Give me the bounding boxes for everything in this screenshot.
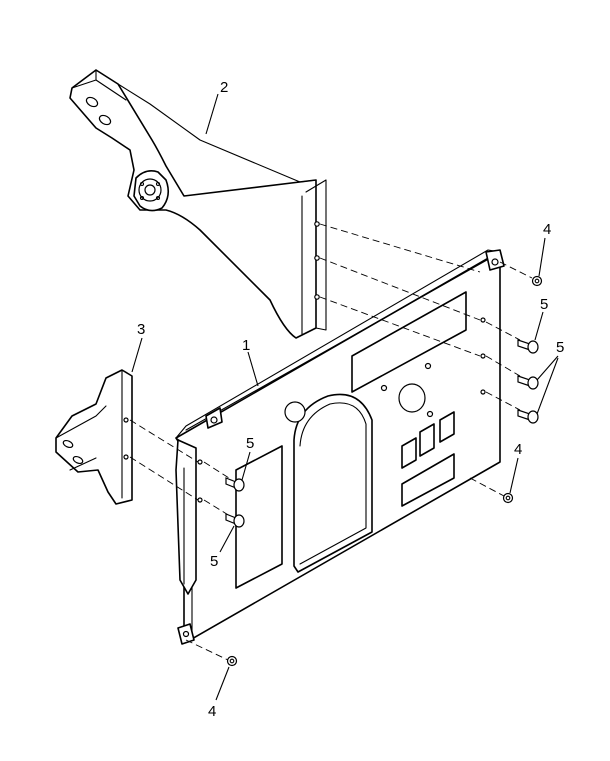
callout-2: 2 [220,79,228,96]
screw-5-left-upper [225,477,245,492]
screw-5-right-lower [517,409,539,424]
panel-1 [175,249,505,645]
callout-4-top: 4 [543,221,551,238]
callout-5-left-upper: 5 [246,435,254,452]
washer-4-top [531,275,543,287]
bracket-2 [69,69,327,339]
screw-5-left-lower [225,513,245,528]
callout-5-upper-right: 5 [540,296,548,313]
leader-lines [131,93,559,701]
screw-5-upper-right [517,339,539,354]
washer-4-bottom [226,655,238,667]
alignment-lines [129,223,533,661]
callout-1: 1 [242,337,250,354]
callout-4-right: 4 [514,441,522,458]
callout-3: 3 [137,321,145,338]
callout-labels: 2 3 1 4 5 5 4 5 5 4 [137,79,564,720]
callout-5-left-lower: 5 [210,553,218,570]
callout-5-right-pair: 5 [556,339,564,356]
bracket-3 [55,369,133,505]
washer-4-right [502,492,514,504]
screw-5-right-middle [517,375,539,390]
callout-4-bottom: 4 [208,703,216,720]
